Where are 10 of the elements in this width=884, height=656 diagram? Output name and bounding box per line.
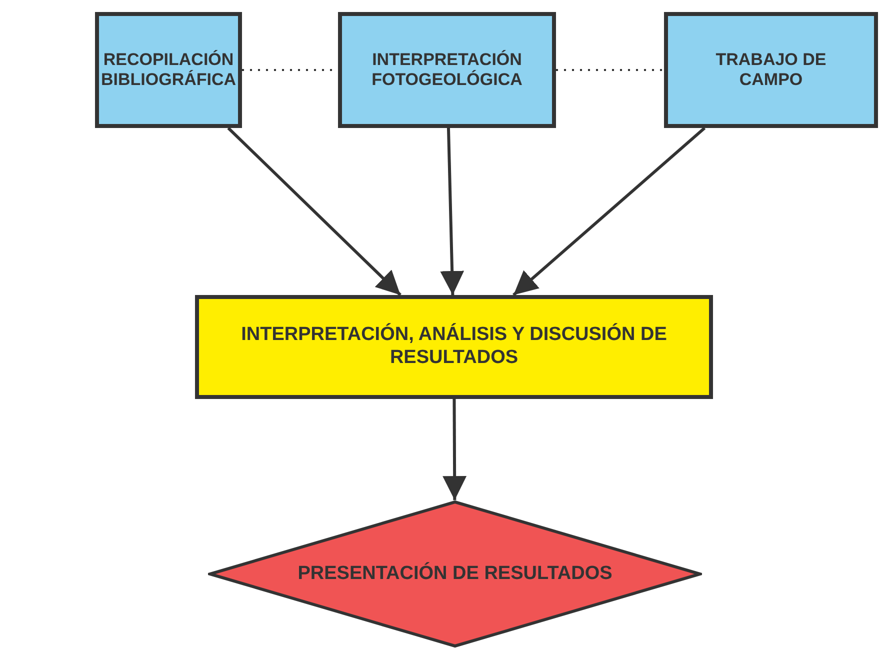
process-box: TRABAJO DE CAMPO — [664, 12, 878, 128]
process-box: RECOPILACIÓN BIBLIOGRÁFICA — [95, 12, 242, 128]
arrow — [227, 126, 402, 296]
dotted-line — [556, 69, 664, 71]
arrow — [512, 126, 706, 296]
decision-diamond: PRESENTACIÓN DE RESULTADOS — [208, 500, 702, 648]
arrow — [442, 399, 467, 500]
process-box: INTERPRETACIÓN FOTOGEOLÓGICA — [338, 12, 556, 128]
process-box: INTERPRETACIÓN, ANÁLISIS Y DISCUSIÓN DE RESULTADOS — [195, 295, 713, 399]
arrow — [440, 128, 464, 296]
